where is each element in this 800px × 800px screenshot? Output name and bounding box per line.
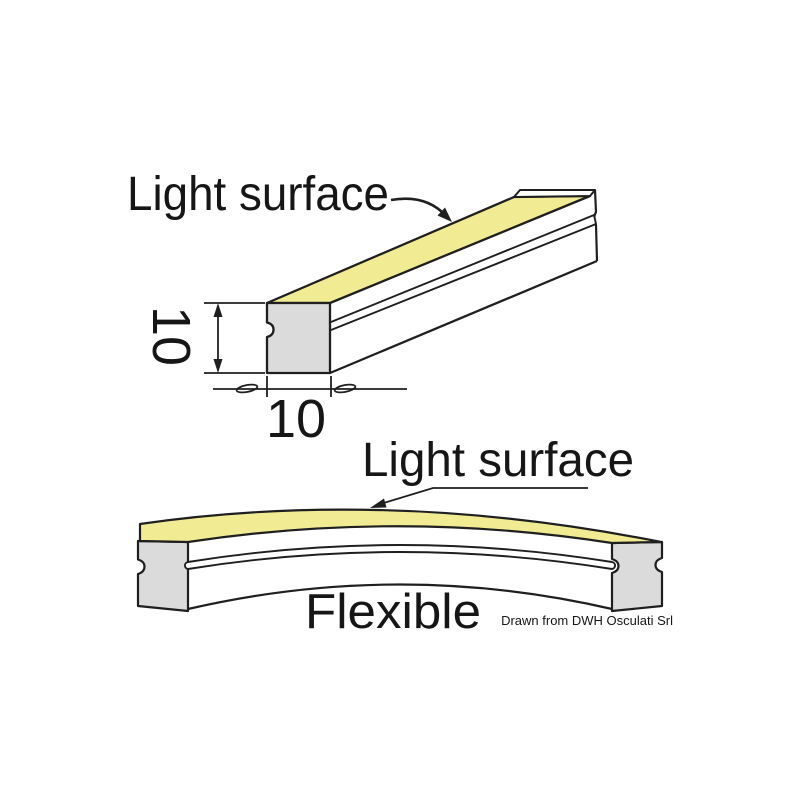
light-surface-arrow-top [390,197,452,222]
light-surface-arrow-bottom [370,487,588,508]
strip-bottom-edge [329,259,598,375]
width-dim-label: 10 [266,389,326,449]
bent-left-end-face [136,539,190,613]
bent-strip-figure: Light surface Flexible Drawn from DWH Os… [136,434,673,639]
leader-line-bottom [376,487,588,506]
height-dimension [204,302,265,374]
height-arrow-up [213,303,223,317]
straight-strip-figure: 10 10 Light surface [127,168,599,449]
bent-bottom-edge [187,583,613,611]
flexible-label: Flexible [305,585,481,639]
width-dimension [213,376,407,397]
bent-right-end-face [610,540,664,613]
height-arrow-down [213,359,223,373]
leader-arrowhead-top [437,207,452,222]
width-tick-right [333,383,357,394]
height-dim-label: 10 [141,306,201,366]
bent-top-light-face [138,508,663,545]
strip-far-end-face [513,189,596,198]
bent-side-groove [184,544,616,570]
light-surface-label-bottom: Light surface [362,434,634,487]
width-tick-left [235,383,259,394]
leader-curve-top [390,197,447,217]
leader-arrowhead-bottom [370,498,387,508]
credit-text: Drawn from DWH Osculati Srl [501,613,673,628]
light-surface-label-top: Light surface [127,168,389,221]
strip-front-face [265,301,332,375]
